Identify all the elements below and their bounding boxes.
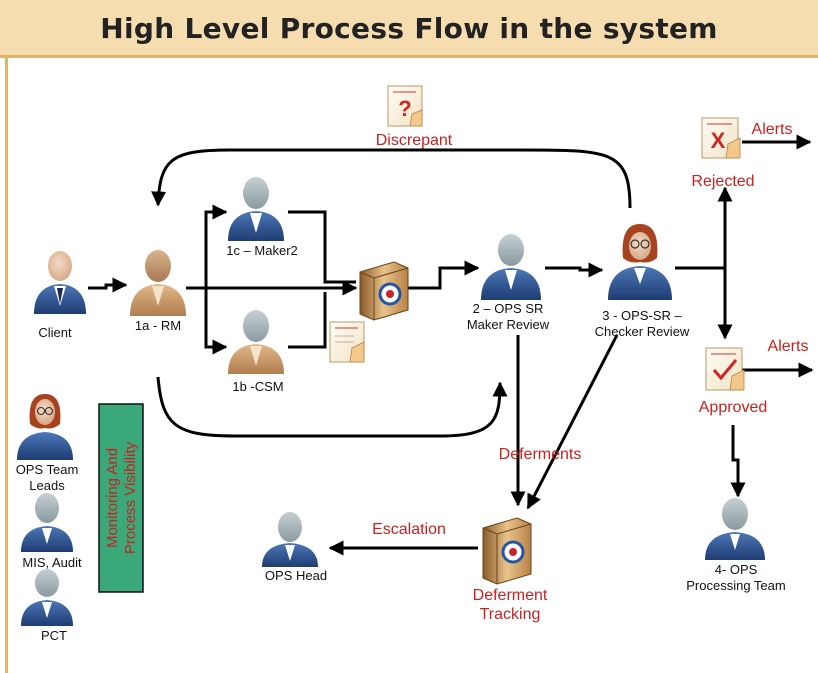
- escalation-label: Escalation: [372, 521, 446, 538]
- document-x-icon: X: [701, 117, 741, 159]
- csm-label: 1b -CSM: [232, 379, 283, 394]
- checker-label-2: Checker Review: [595, 324, 690, 339]
- person-icon: [21, 493, 73, 552]
- alerts-bottom-label: Alerts: [768, 338, 809, 355]
- arrow-rm-to-csm: [204, 288, 228, 355]
- connectors: [88, 134, 814, 556]
- line-maker2-to-server: [288, 210, 356, 284]
- svg-text:?: ?: [398, 96, 411, 121]
- arrow-discrepant-loop: [151, 148, 632, 209]
- client-label: Client: [38, 325, 72, 340]
- arrow-server-to-maker: [408, 260, 480, 290]
- svg-text:X: X: [711, 128, 726, 153]
- rejected-label: Rejected: [691, 173, 754, 190]
- arrow-checker-to-deferment: [526, 334, 619, 510]
- person-icon: [608, 224, 672, 300]
- checker-label-1: 3 - OPS-SR –: [602, 308, 682, 323]
- ops-team-leads-label-2: Leads: [29, 478, 65, 493]
- ops-team-leads-label-1: OPS Team: [16, 462, 79, 477]
- rm-label: 1a - RM: [135, 318, 181, 333]
- alerts-top-label: Alerts: [752, 121, 793, 138]
- arrow-approved-to-processing: [730, 425, 746, 498]
- monitoring-label-line2: Process Visibility: [122, 441, 139, 554]
- person-icon: [130, 250, 186, 316]
- monitoring-box: Monitoring And Process Visibility: [98, 403, 144, 593]
- person-icon: [705, 498, 765, 560]
- processing-team-label-2: Processing Team: [686, 578, 785, 593]
- person-icon: [21, 569, 73, 626]
- document-question-icon: ?: [387, 85, 423, 127]
- deferments-label: Deferments: [499, 446, 582, 463]
- server-icon: [482, 517, 532, 585]
- ops-sr-maker-label-2: Maker Review: [467, 317, 550, 332]
- frame-border: [5, 58, 8, 673]
- person-icon: [17, 394, 73, 460]
- server-icon: [359, 261, 409, 321]
- title-bar: High Level Process Flow in the system: [0, 0, 818, 58]
- person-icon: [481, 234, 541, 300]
- monitoring-label-line1: Monitoring And: [104, 448, 121, 548]
- approved-label: Approved: [699, 399, 768, 416]
- person-icon: [262, 512, 318, 567]
- maker2-label: 1c – Maker2: [226, 243, 298, 258]
- document-icon: [329, 321, 365, 363]
- mis-audit-label: MIS, Audit: [22, 555, 82, 570]
- ops-head-label: OPS Head: [265, 568, 327, 583]
- arrow-maker-to-checker: [545, 262, 604, 278]
- deferment-tracking-label-1: Deferment: [473, 587, 548, 604]
- person-icon: [228, 177, 284, 241]
- line-csm-to-server: [288, 292, 327, 349]
- person-icon: [34, 251, 86, 314]
- processing-team-label-1: 4- OPS: [715, 562, 758, 577]
- ops-sr-maker-label-1: 2 – OPS SR: [473, 301, 544, 316]
- person-icon: [228, 310, 284, 374]
- arrow-rm-to-maker2: [204, 204, 228, 288]
- discrepant-label: Discrepant: [376, 132, 453, 149]
- page-title: High Level Process Flow in the system: [100, 12, 718, 45]
- pct-label: PCT: [41, 628, 67, 643]
- document-check-icon: [705, 347, 745, 391]
- arrow-rm-bypass-loop: [156, 376, 508, 438]
- deferment-tracking-label-2: Tracking: [480, 606, 541, 623]
- arrow-client-to-rm: [88, 277, 128, 293]
